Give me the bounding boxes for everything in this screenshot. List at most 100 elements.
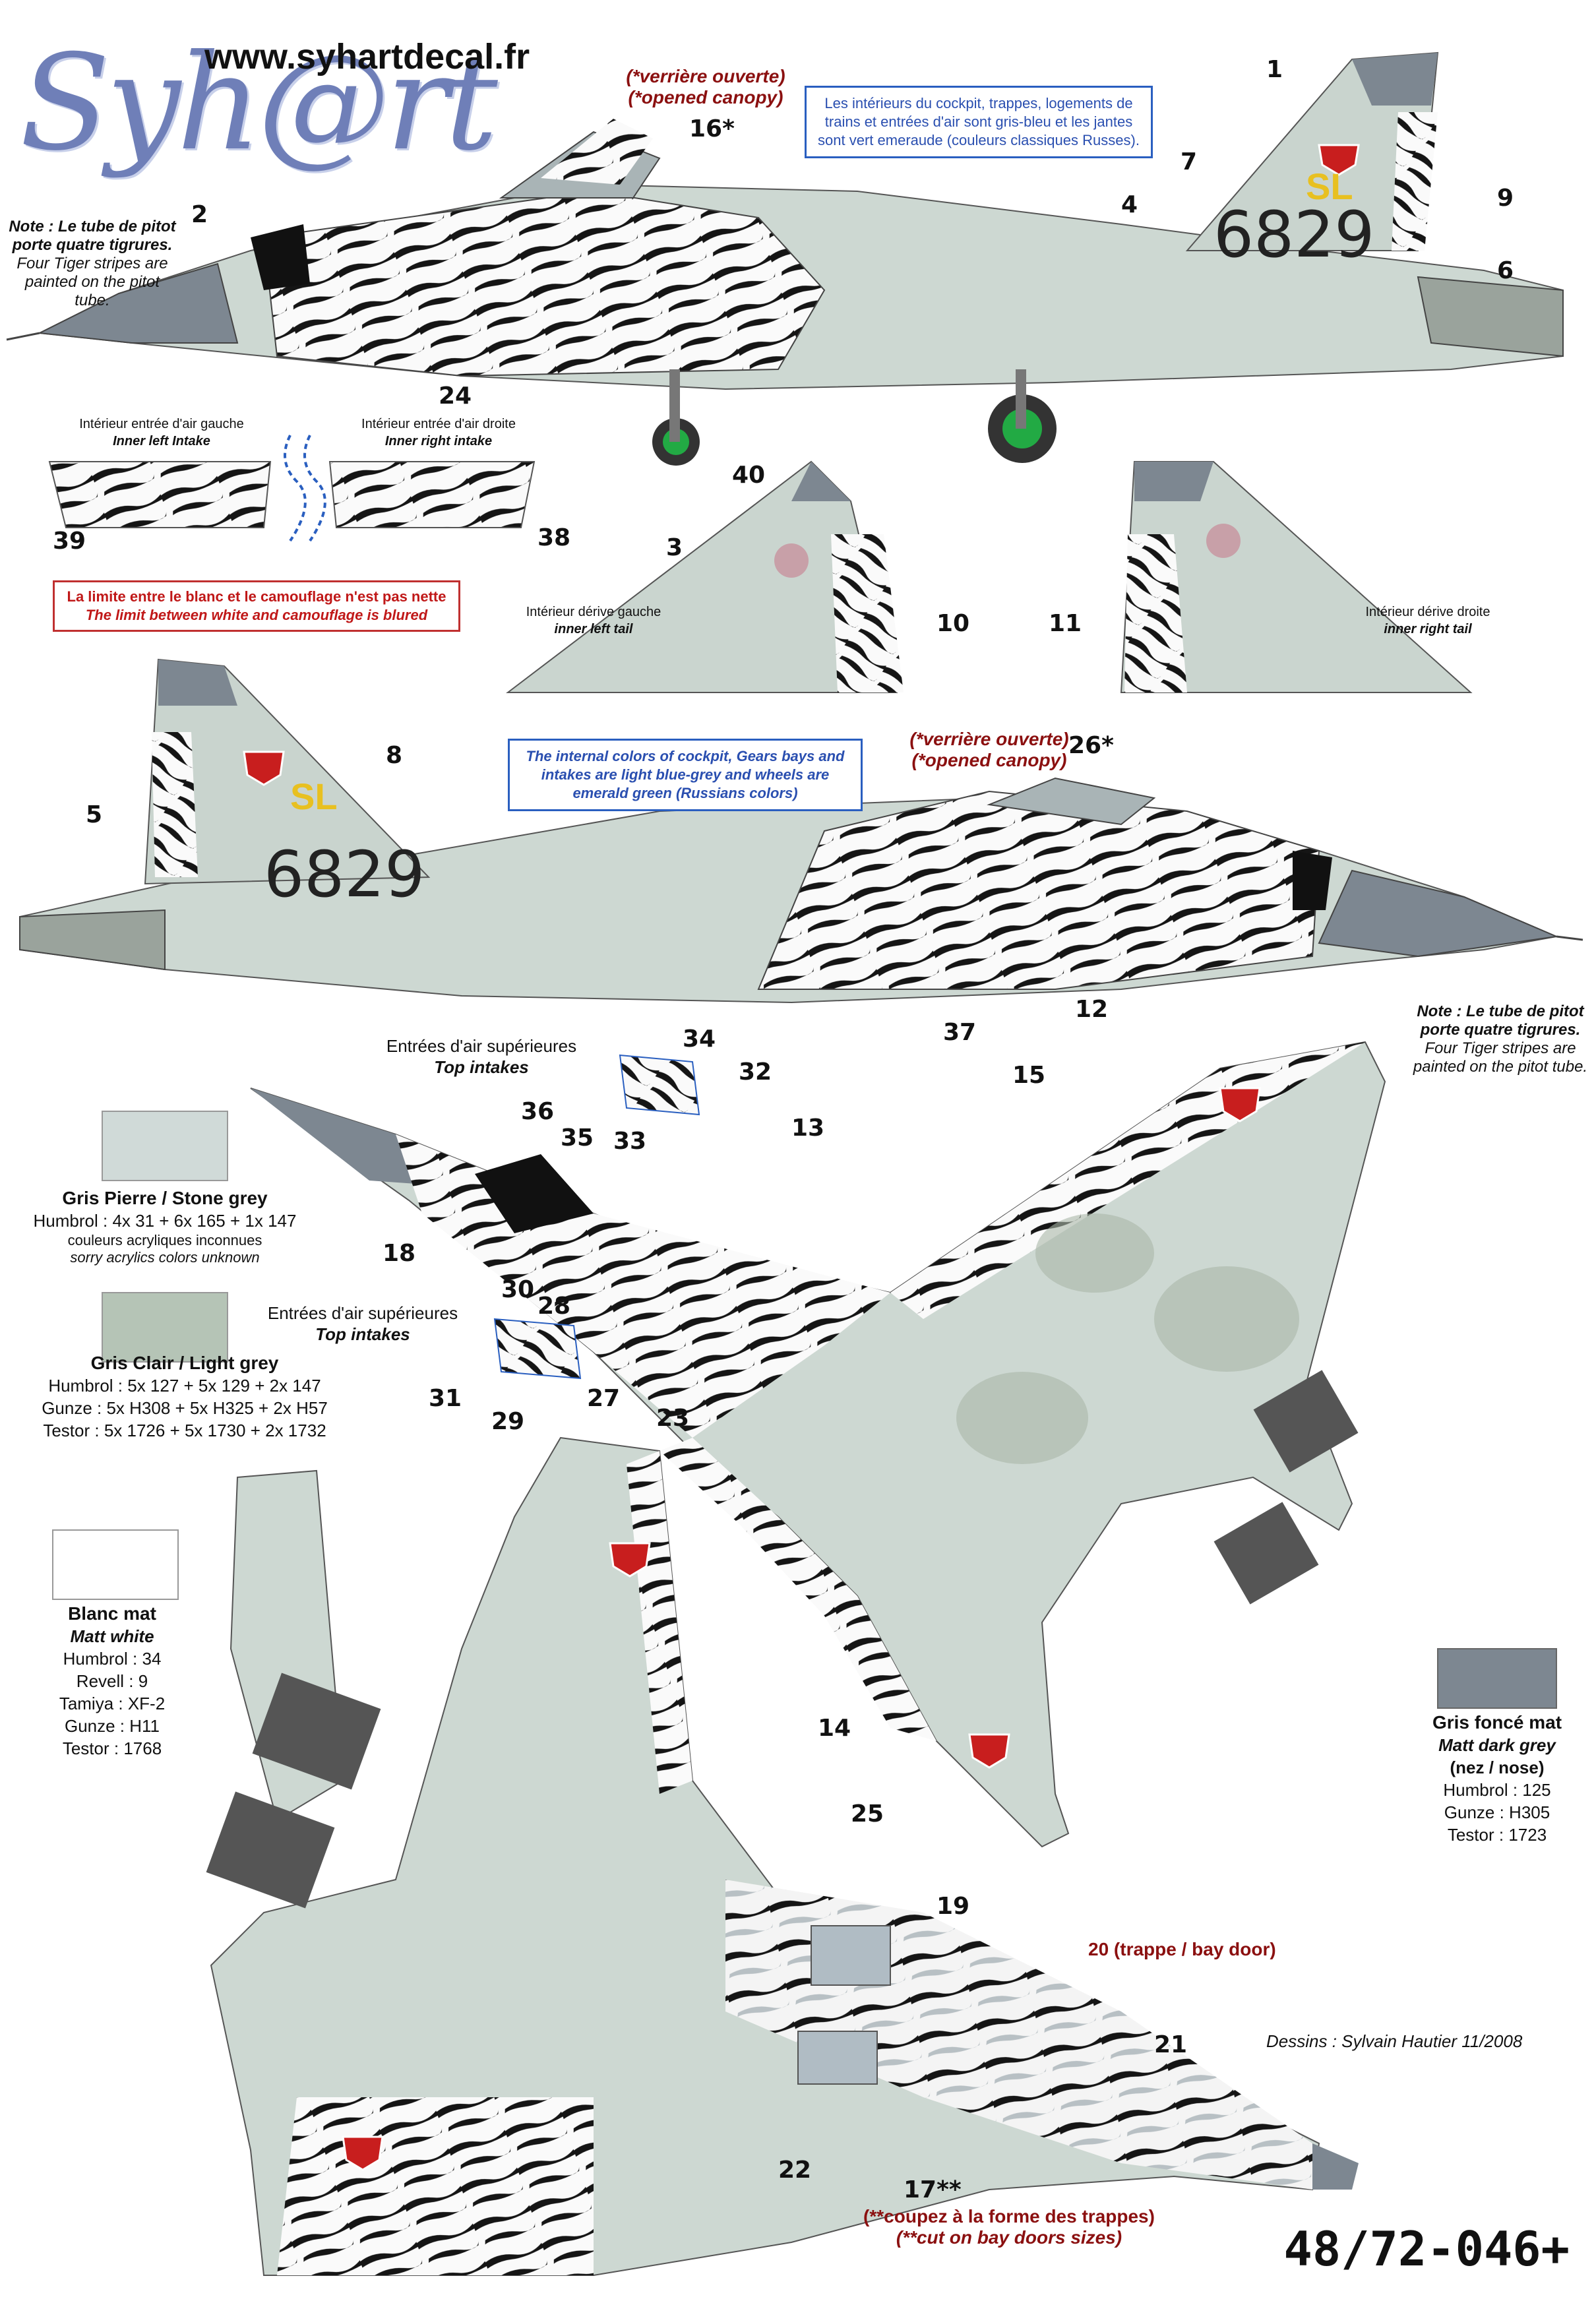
interiors-note-fr: Les intérieurs du cockpit, trappes, loge… [805, 86, 1153, 158]
top-intakes-label-1: Entrées d'air supérieures Top intakes [356, 1035, 607, 1078]
callout-19: 19 [936, 1893, 970, 1920]
top-intakes-en: Top intakes [434, 1057, 529, 1077]
callout-36: 36 [521, 1098, 555, 1125]
tail-interiors [506, 460, 1473, 693]
callout-28: 28 [537, 1293, 571, 1320]
pitot-note-fr: Note : Le tube de pitot porte quatre tig… [9, 218, 176, 254]
inner-left-intake-label: Intérieur entrée d'air gauche Inner left… [53, 415, 270, 450]
legend-light-grey-line-0: Humbrol : 5x 127 + 5x 129 + 2x 147 [48, 1376, 321, 1396]
brand-logo: Syh@rt [20, 26, 498, 180]
legend-stone-grey-line-1: couleurs acryliques inconnues [67, 1232, 262, 1248]
inner-left-tail-label: Intérieur dérive gauche inner left tail [501, 603, 686, 638]
top-view [250, 1041, 1386, 1848]
canopy-open-en-2: (*opened canopy) [911, 750, 1067, 770]
callout-30: 30 [501, 1276, 535, 1303]
callout-12: 12 [1075, 996, 1109, 1023]
callout-11: 11 [1049, 610, 1082, 637]
legend-stone-grey-line-0: Humbrol : 4x 31 + 6x 165 + 1x 147 [33, 1211, 297, 1231]
inner-left-intake-fr: Intérieur entrée d'air gauche [79, 417, 244, 431]
callout-10: 10 [936, 610, 970, 637]
legend-matt-white-line-3: Gunze : H11 [64, 1716, 160, 1736]
legend-matt-white-line-0: Humbrol : 34 [63, 1649, 162, 1669]
left-profile-view [6, 51, 1564, 466]
legend-dark-grey-extra: (nez / nose) [1450, 1758, 1545, 1777]
limit-note: La limite entre le blanc et le camouflag… [53, 580, 460, 632]
callout-27: 27 [587, 1385, 621, 1412]
inner-left-intake-en: Inner left Intake [113, 434, 210, 448]
legend-dark-grey-line-0: Humbrol : 125 [1443, 1780, 1551, 1800]
callout-26: 26* [1068, 732, 1114, 759]
callout-8: 8 [386, 742, 403, 769]
callout-6: 6 [1497, 257, 1514, 284]
legend-stone-grey: Gris Pierre / Stone grey Humbrol : 4x 31… [13, 1187, 317, 1266]
swatch-stone-grey [102, 1111, 228, 1181]
legend-light-grey-title: Gris Clair / Light grey [90, 1353, 279, 1373]
callout-15: 15 [1012, 1062, 1046, 1089]
inner-right-intake-fr: Intérieur entrée d'air droite [361, 417, 516, 431]
bottom-view [206, 1436, 1359, 2276]
code-bottom: SL [290, 776, 338, 817]
swatch-matt-white [52, 1529, 179, 1600]
limit-note-fr: La limite entre le blanc et le camouflag… [67, 588, 446, 605]
intake-interiors [48, 435, 536, 542]
callout-13: 13 [791, 1115, 825, 1142]
cut-note: (**coupez à la forme des trappes) (**cut… [824, 2206, 1194, 2248]
cut-note-en: (**cut on bay doors sizes) [896, 2227, 1122, 2248]
callout-32: 32 [739, 1059, 772, 1086]
callout-29: 29 [491, 1408, 525, 1435]
legend-matt-white-title: Blanc mat [68, 1603, 156, 1624]
legend-dark-grey-line-1: Gunze : H305 [1444, 1802, 1550, 1822]
legend-light-grey-line-2: Testor : 5x 1726 + 5x 1730 + 2x 1732 [43, 1421, 326, 1440]
inner-right-intake-en: Inner right intake [384, 434, 493, 448]
top-intakes-en-2: Top intakes [315, 1324, 410, 1344]
legend-matt-white-line-2: Tamiya : XF-2 [59, 1694, 166, 1713]
callout-22: 22 [778, 2157, 812, 2184]
right-profile-view [19, 658, 1583, 1004]
callout-9: 9 [1497, 185, 1514, 212]
bay-door-label: 20 (trappe / bay door) [1088, 1939, 1276, 1959]
legend-stone-grey-title: Gris Pierre / Stone grey [62, 1188, 268, 1208]
code-top: SL [1306, 166, 1353, 207]
callout-33: 33 [613, 1128, 647, 1155]
legend-stone-grey-line-2: sorry acrylics colors unknown [70, 1249, 260, 1266]
swatch-matt-dark-grey [1437, 1648, 1557, 1709]
callout-1: 1 [1266, 56, 1283, 83]
callout-18: 18 [383, 1240, 416, 1267]
callout-16: 16* [689, 115, 735, 142]
callout-39: 39 [53, 528, 86, 555]
brand-url[interactable]: www.syhartdecal.fr [204, 37, 530, 77]
inner-left-tail-fr: Intérieur dérive gauche [526, 605, 661, 619]
callout-5: 5 [86, 801, 103, 828]
legend-dark-grey-subtitle: Matt dark grey [1438, 1735, 1556, 1755]
callout-3: 3 [666, 534, 683, 561]
callout-37: 37 [943, 1019, 977, 1046]
inner-right-tail-en: inner right tail [1384, 622, 1472, 636]
callout-4: 4 [1121, 191, 1138, 218]
legend-matt-white: Blanc mat Matt white Humbrol : 34 Revell… [26, 1603, 198, 1760]
callout-23: 23 [656, 1405, 690, 1432]
callout-21: 21 [1154, 2031, 1188, 2058]
pitot-note-bottom: Note : Le tube de pitot porte quatre tig… [1411, 1002, 1589, 1076]
callout-14: 14 [818, 1715, 851, 1742]
limit-note-en: The limit between white and camouflage i… [85, 607, 428, 623]
legend-matt-white-subtitle: Matt white [70, 1626, 154, 1646]
canopy-open-fr: (*verrière ouverte) [626, 66, 785, 86]
legend-matt-dark-grey: Gris foncé mat Matt dark grey (nez / nos… [1405, 1711, 1589, 1846]
canopy-open-en: (*opened canopy) [628, 87, 783, 107]
inner-right-intake-label: Intérieur entrée d'air droite Inner righ… [330, 415, 547, 450]
inner-right-tail-label: Intérieur dérive droite inner right tail [1339, 603, 1517, 638]
inner-right-tail-fr: Intérieur dérive droite [1365, 605, 1490, 619]
callout-31: 31 [429, 1385, 462, 1412]
pitot-note-top: Note : Le tube de pitot porte quatre tig… [7, 218, 178, 310]
legend-matt-white-line-1: Revell : 9 [76, 1671, 148, 1691]
pitot-note-fr-2: Note : Le tube de pitot porte quatre tig… [1417, 1002, 1584, 1039]
callout-35: 35 [561, 1124, 594, 1152]
legend-dark-grey-line-2: Testor : 1723 [1447, 1825, 1547, 1845]
legend-dark-grey-title: Gris foncé mat [1432, 1712, 1562, 1733]
callout-24: 24 [439, 383, 472, 410]
legend-matt-white-line-4: Testor : 1768 [62, 1738, 162, 1758]
callout-7: 7 [1181, 148, 1198, 175]
legend-light-grey: Gris Clair / Light grey Humbrol : 5x 127… [13, 1352, 356, 1442]
callout-38: 38 [537, 524, 571, 551]
callout-40: 40 [732, 462, 766, 489]
